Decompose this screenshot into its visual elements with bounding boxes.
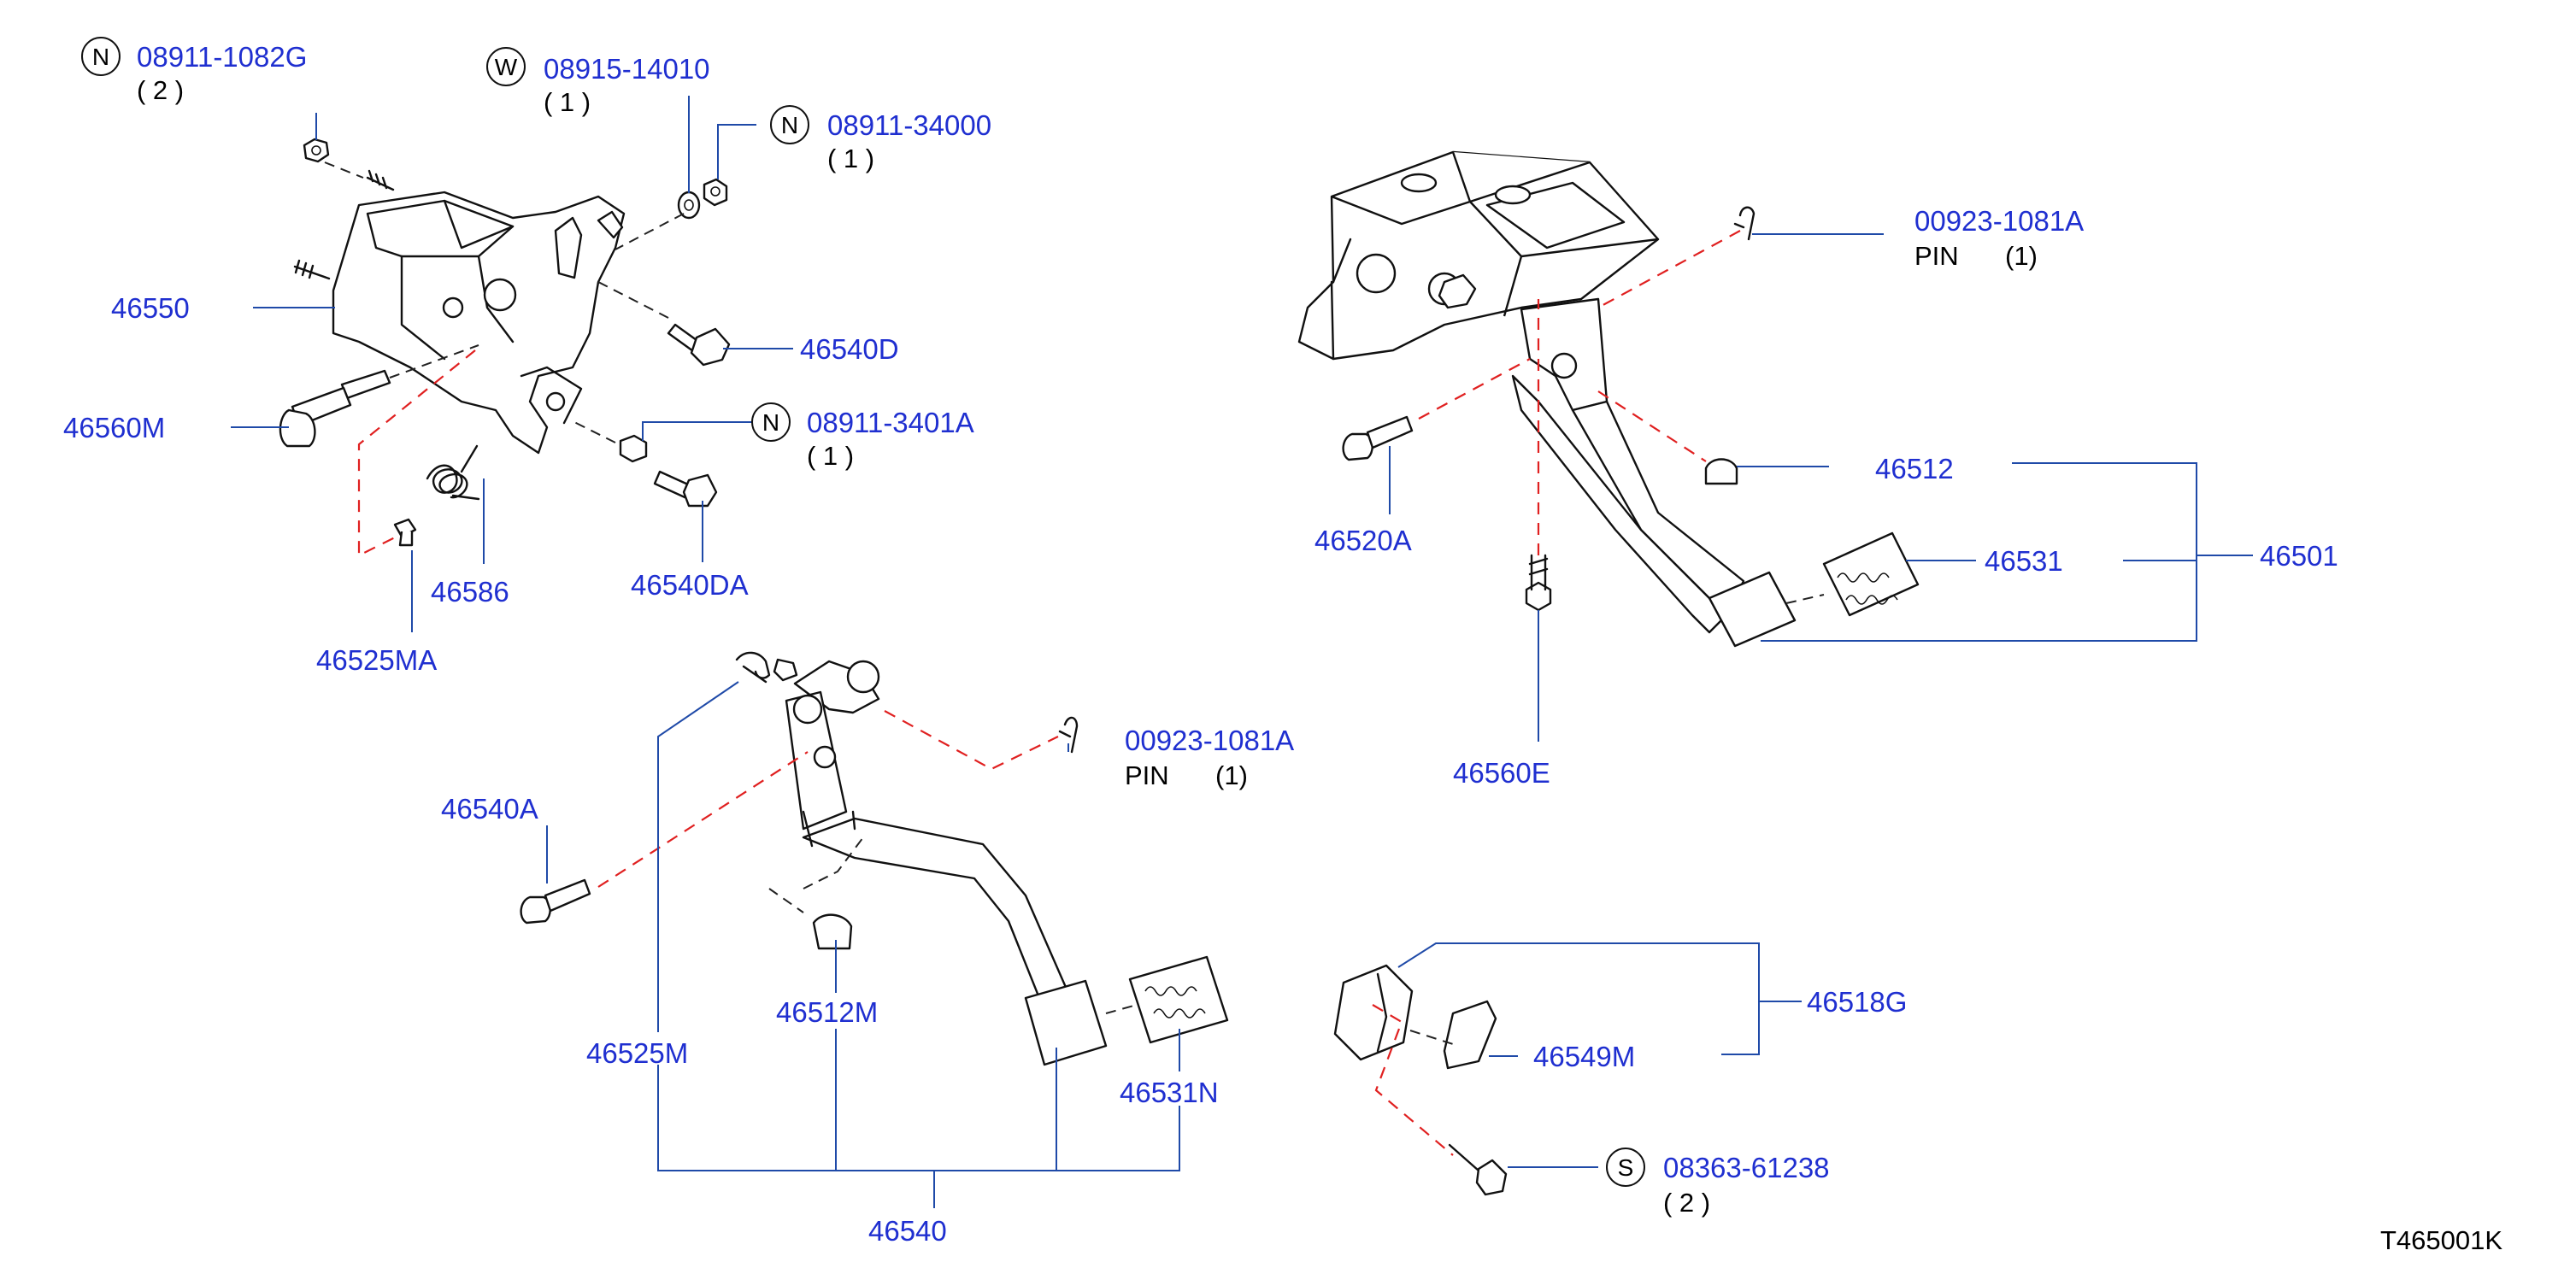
part-quantity: ( 1 ) [827,144,874,173]
part-number: 08911-34000 [827,109,991,141]
label-46540: 46540 [868,1215,947,1247]
circled-letter-icon [1606,1148,1645,1187]
label-46512: 46512 [1875,453,1954,484]
label-46560E: 46560E [1453,757,1550,789]
callout-letter: N [781,112,798,138]
label-46540D: 46540D [800,333,899,365]
callout-letter: N [92,44,109,70]
part-number: 08915-14010 [544,53,710,85]
bracket-assembly-drawing [279,138,731,557]
label-46560M: 46560M [63,412,165,443]
part-number: 08363-61238 [1663,1152,1830,1183]
callout-letter: N [762,409,779,436]
pin-callout-left: 00923-1081A PIN (1) [1125,725,1294,790]
callout-letter: W [495,54,518,80]
pedal-right-drawing [1297,150,1920,648]
figure-code: T465001K [2380,1225,2502,1255]
callout-n3: N 08911-3401A ( 1 ) [751,402,974,471]
part-number: 08911-3401A [807,407,974,438]
callout-s1: S 08363-61238 ( 2 ) [1606,1148,1830,1218]
label-46525MA: 46525MA [316,644,437,676]
part-quantity: ( 1 ) [544,87,591,117]
label-46512M: 46512M [776,996,878,1028]
callout-w1: W 08915-14010 ( 1 ) [486,47,710,117]
label-46540DA: 46540DA [631,569,749,601]
callout-n2: N 08911-34000 ( 1 ) [770,105,991,173]
label-46550: 46550 [111,292,190,324]
part-quantity: ( 2 ) [1663,1188,1710,1218]
part-name: PIN [1125,760,1169,790]
label-46549M: 46549M [1533,1041,1635,1072]
label-46525M: 46525M [586,1037,688,1069]
circled-letter-icon [751,402,791,442]
switch-bracket-drawing [1333,964,1508,1196]
label-46520A: 46520A [1314,525,1412,556]
part-quantity: (1) [1215,760,1248,790]
leader-lines [231,96,2253,1208]
label-46518G: 46518G [1807,986,1907,1018]
part-number: 00923-1081A [1914,205,2084,237]
pedal-left-drawing [520,651,1229,1066]
circled-letter-icon [486,47,526,86]
part-quantity: (1) [2005,241,2038,271]
callout-n1: N 08911-1082G ( 2 ) [81,37,307,105]
part-number: 00923-1081A [1125,725,1294,756]
label-46586: 46586 [431,576,509,608]
label-46531N: 46531N [1120,1077,1219,1108]
label-46540A: 46540A [441,793,538,825]
label-46531: 46531 [1985,545,2063,577]
pin-callout-right: 00923-1081A PIN (1) [1914,205,2084,271]
circled-letter-icon [81,37,121,76]
part-labels: 46550 46540D 46560M 46586 46540DA 46525M… [63,292,2338,1247]
label-46501: 46501 [2260,540,2338,572]
part-name: PIN [1914,241,1959,271]
part-number: 08911-1082G [137,41,307,73]
callout-letter: S [1618,1154,1634,1181]
part-quantity: ( 2 ) [137,75,184,105]
part-quantity: ( 1 ) [807,441,854,471]
circled-letter-icon [770,105,809,144]
